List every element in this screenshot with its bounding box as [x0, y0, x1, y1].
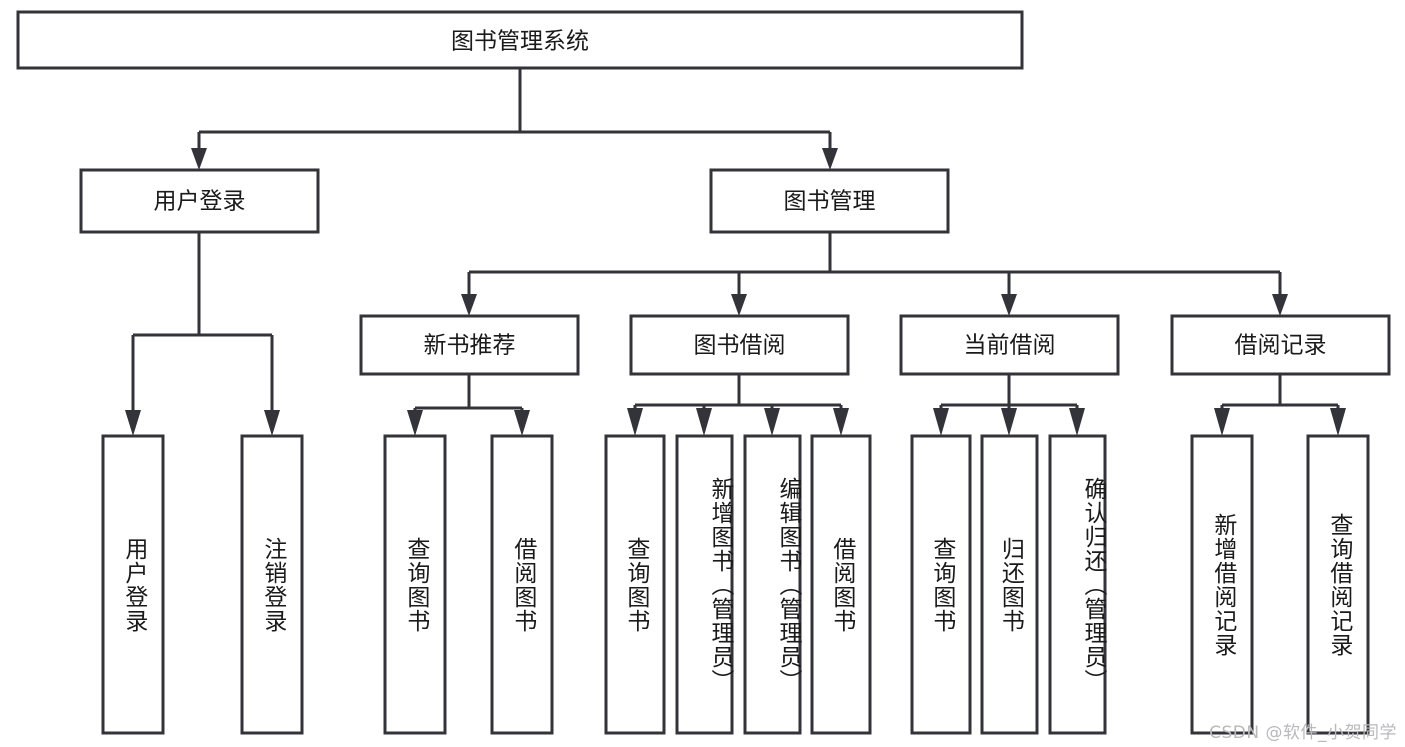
node-box-leaf-recommend-borrow[interactable]: [490, 434, 554, 735]
node-box-current-borrow[interactable]: [899, 314, 1120, 376]
arrow-borrow-l3: [764, 408, 780, 436]
arrow-root-to-user-login: [191, 148, 207, 170]
arrow-root-to-book-manage: [822, 148, 838, 170]
node-box-new-book-recommend[interactable]: [359, 314, 580, 376]
node-box-user-login[interactable]: [79, 168, 320, 234]
node-box-leaf-borrow-query[interactable]: [604, 434, 666, 735]
arrow-book-manage-c1: [461, 294, 477, 316]
node-box-book-manage[interactable]: [709, 168, 950, 234]
node-box-leaf-user-login[interactable]: [101, 434, 165, 735]
node-box-leaf-record-query[interactable]: [1306, 434, 1370, 735]
label-root: 图书管理系统: [451, 29, 589, 55]
watermark-text: CSDN @软件_小贺同学: [1209, 723, 1397, 743]
label-new-book-recommend: 新书推荐: [424, 333, 516, 359]
label-current-borrow: 当前借阅: [964, 333, 1056, 359]
node-box-leaf-current-confirm[interactable]: [1048, 434, 1107, 735]
node-box-leaf-current-query[interactable]: [910, 434, 972, 735]
arrow-current-l3: [1069, 408, 1085, 436]
arrow-record-l1: [1214, 408, 1230, 436]
horizontal-label-group: 图书管理系统 用户登录 图书管理 新书推荐 图书借阅 当前借阅 借阅记录: [154, 29, 1327, 359]
arrow-current-l2: [1001, 408, 1017, 436]
arrow-record-l2: [1330, 408, 1346, 436]
arrow-user-login-leaf-1: [125, 410, 141, 436]
node-box-root[interactable]: [16, 10, 1024, 70]
label-book-borrow: 图书借阅: [694, 333, 786, 359]
arrow-current-l1: [933, 408, 949, 436]
arrow-recommend-l1: [407, 410, 423, 436]
arrow-recommend-l2: [514, 410, 530, 436]
node-box-leaf-borrow-add[interactable]: [675, 434, 734, 735]
label-borrow-record: 借阅记录: [1235, 333, 1327, 359]
label-user-login: 用户登录: [154, 189, 246, 215]
connector-group: [125, 68, 1346, 436]
node-box-book-borrow[interactable]: [629, 314, 850, 376]
node-box-leaf-record-add[interactable]: [1190, 434, 1254, 735]
arrow-book-manage-c3: [1001, 294, 1017, 316]
arrow-book-manage-c4: [1272, 294, 1288, 316]
node-box-leaf-current-return[interactable]: [980, 434, 1039, 735]
arrow-borrow-l2: [696, 408, 712, 436]
node-box-borrow-record[interactable]: [1170, 314, 1391, 376]
arrow-borrow-l1: [627, 408, 643, 436]
node-box-leaf-borrow-edit[interactable]: [743, 434, 802, 735]
label-book-manage: 图书管理: [784, 189, 876, 215]
arrow-borrow-l4: [833, 408, 849, 436]
arrow-user-login-leaf-2: [264, 410, 280, 436]
node-box-leaf-user-logout[interactable]: [240, 434, 304, 735]
node-box-leaf-recommend-query[interactable]: [383, 434, 447, 735]
node-box-group: [16, 10, 1391, 735]
arrow-book-manage-c2: [731, 294, 747, 316]
node-box-leaf-borrow-lend[interactable]: [810, 434, 872, 735]
